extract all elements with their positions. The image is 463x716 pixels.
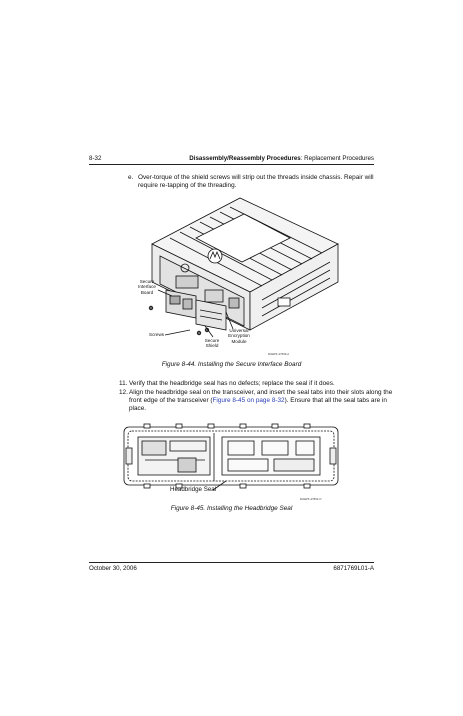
footer-rule [89, 562, 374, 563]
footer-date: October 30, 2006 [89, 565, 137, 572]
label-secure-shield-line-2: Shield [205, 343, 219, 349]
running-header: Disassembly/Reassembly Procedures: Repla… [189, 155, 374, 162]
step-e-line-1: Over-torque of the shield screws will st… [138, 174, 374, 181]
step-12-marker: 12. [119, 389, 128, 396]
label-secure-shield-line-1: Secure [204, 338, 220, 343]
label-secure-interface-board-line-1: Secure [139, 279, 155, 284]
label-secure-interface-board-line-3: Board [140, 289, 154, 295]
step-12-text: Align the headbridge seal on the transce… [129, 389, 393, 414]
label-universal-encryption-line-3: Module [231, 338, 247, 344]
step-11-marker: 11. [119, 380, 128, 387]
label-universal-encryption-line-2: Encryption [228, 333, 250, 339]
label-universal-encryption-module: Universal Encryption Module [224, 328, 254, 344]
step-e-marker: e. [128, 174, 134, 181]
step-12-line-2-post: ). Ensure that all the seal tabs are in [284, 397, 387, 405]
label-screws: Screws [149, 332, 165, 337]
figure-44-caption: Figure 8-44. Installing the Secure Inter… [161, 361, 302, 368]
label-secure-interface-board-line-2: Interface [138, 284, 156, 290]
step-e-text: Over-torque of the shield screws will st… [138, 174, 374, 190]
section-title-rest: : Replacement Procedures [300, 155, 374, 162]
label-secure-interface-board: Secure Interface Board [134, 279, 160, 295]
figure-44-image-id: MAEPF-27669-A [268, 352, 290, 356]
figure-8-45-link[interactable]: Figure 8-45 on page 8-32 [212, 397, 285, 405]
step-12-line-2-pre: front edge of the transceiver ( [129, 397, 213, 405]
label-secure-shield: Secure Shield [202, 338, 222, 349]
footer-doc-number: 6871769L01-A [333, 565, 374, 572]
label-universal-encryption-line-1: Universal [229, 328, 249, 333]
step-11-text: Verify that the headbridge seal has no d… [129, 380, 335, 387]
page-number: 8-32 [89, 155, 102, 162]
step-12-line-3: place. [129, 405, 147, 413]
step-e-line-2: require re-tapping of the threading. [138, 182, 237, 190]
figure-45-image-id: MAEPF-27863-O [300, 497, 322, 501]
figure-45-caption: Figure 8-45. Installing the Headbridge S… [170, 505, 293, 512]
header-rule [89, 164, 374, 165]
step-12-line-1: Align the headbridge seal on the transce… [129, 389, 393, 396]
step-12-line-2: front edge of the transceiver (Figure 8-… [129, 397, 387, 405]
label-headbridge-seal: Headbridge Seal [170, 486, 217, 493]
section-title-bold: Disassembly/Reassembly Procedures [189, 155, 301, 162]
